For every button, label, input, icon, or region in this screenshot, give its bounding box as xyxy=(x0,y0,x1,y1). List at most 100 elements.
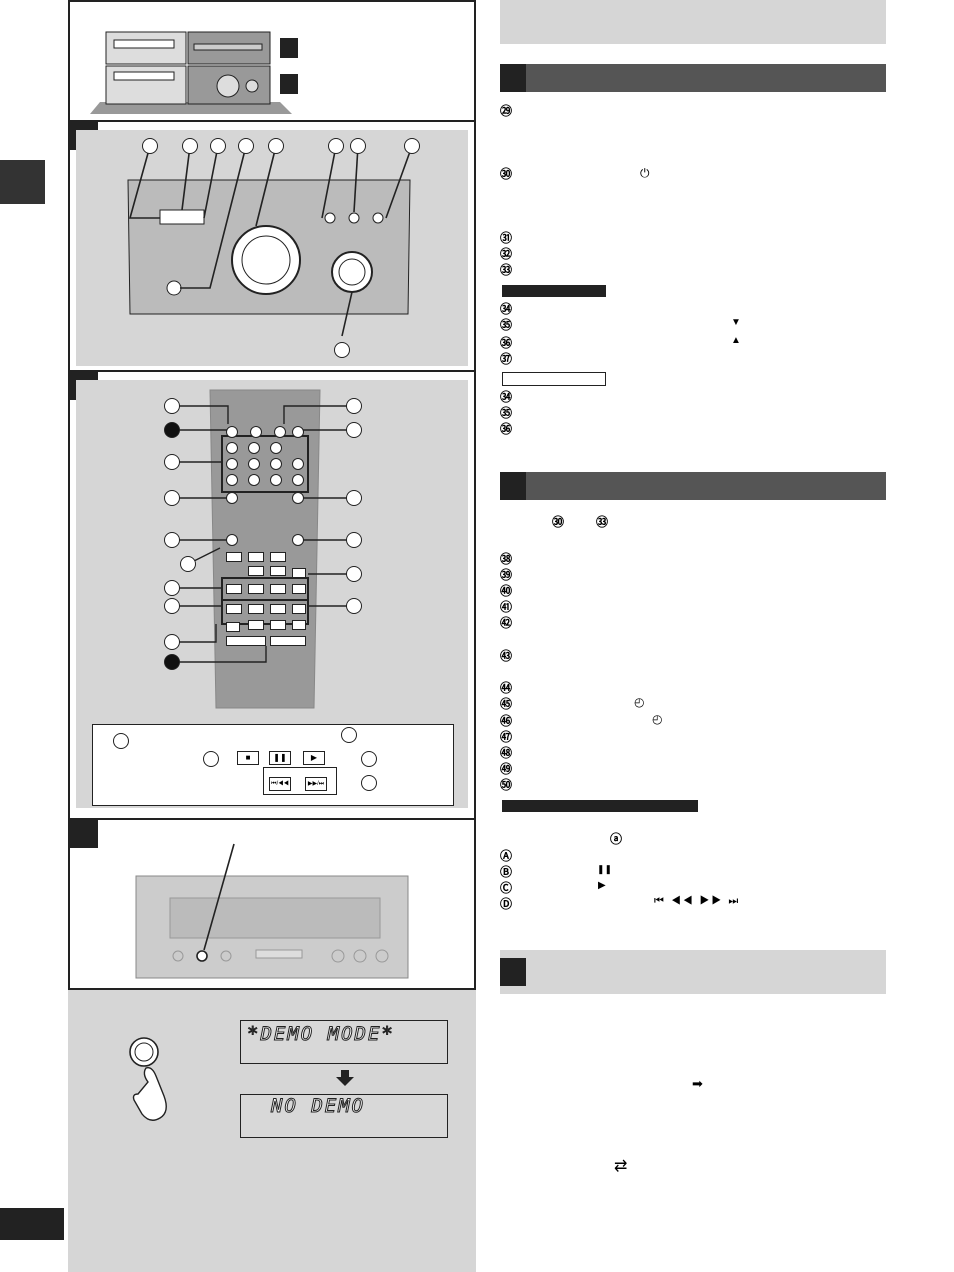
remote-numeric-button[interactable] xyxy=(248,458,260,470)
remote-numeric-button[interactable] xyxy=(270,442,282,454)
item-C: Ⓒ xyxy=(500,881,513,895)
skip-icons: ⏮ ◀◀ ▶▶ ⏭ xyxy=(654,895,741,907)
item-49: ㊾ xyxy=(500,762,513,776)
item-34b: ㉞ xyxy=(500,390,513,404)
ref-30: ㉚ xyxy=(552,515,565,529)
remote-button[interactable] xyxy=(270,620,286,630)
remote-button[interactable] xyxy=(248,552,264,562)
remote-button[interactable] xyxy=(274,426,286,438)
remote-button[interactable] xyxy=(292,604,306,614)
remote-button[interactable] xyxy=(292,620,306,630)
remote-inset: a ■ ❚❚ ▶ ⏮/◀◀ ▶▶/⏭ xyxy=(92,724,454,806)
play-icon: ▶ xyxy=(598,880,606,891)
remote-button[interactable] xyxy=(292,492,304,504)
remote-button[interactable] xyxy=(226,622,240,632)
remote-numeric-button[interactable] xyxy=(292,458,304,470)
remote-numeric-button[interactable] xyxy=(226,458,238,470)
item-36b: ㊱ xyxy=(500,422,513,436)
remote-button[interactable] xyxy=(248,584,264,594)
inset-skip-group xyxy=(263,767,337,795)
inset-skip-forward-button[interactable]: ▶▶/⏭ xyxy=(305,777,327,791)
remote-button[interactable] xyxy=(226,584,242,594)
standby-icon: ⏻ xyxy=(640,166,650,180)
remote-button[interactable] xyxy=(248,620,264,630)
item-32: ㉜ xyxy=(500,247,513,261)
remote-button[interactable] xyxy=(226,552,242,562)
item-34a: ㉞ xyxy=(500,302,513,316)
swap-arrows-icon: ⇄ xyxy=(614,1158,628,1175)
main-unit-illustration xyxy=(127,145,413,337)
remote-button[interactable] xyxy=(250,426,262,438)
pause-icon: ❚❚ xyxy=(597,864,613,874)
section-label-d xyxy=(70,820,98,848)
remote-numeric-button[interactable] xyxy=(292,474,304,486)
remote-button[interactable] xyxy=(226,492,238,504)
demo-panel: *DEMO MODE* NO DEMO xyxy=(68,990,476,1272)
remote-numeric-button[interactable] xyxy=(270,458,282,470)
stereo-system-illustration xyxy=(90,31,298,114)
remote-button[interactable] xyxy=(292,568,306,578)
remote-control-panel: a ■ ❚❚ ▶ ⏮/◀◀ ▶▶/⏭ xyxy=(68,370,476,820)
remote-power-button[interactable] xyxy=(226,426,238,438)
section-header-3 xyxy=(500,950,886,994)
remote-button[interactable] xyxy=(226,534,238,546)
clock-icon: ◴ xyxy=(652,712,663,726)
remote-button[interactable] xyxy=(248,604,264,614)
item-A: Ⓐ xyxy=(500,849,513,863)
group-label-outline xyxy=(502,372,606,386)
remote-button[interactable] xyxy=(270,604,286,614)
remote-button[interactable] xyxy=(270,584,286,594)
item-47: ㊼ xyxy=(500,730,513,744)
item-44: ㊹ xyxy=(500,681,513,695)
item-50: ㊿ xyxy=(500,778,513,792)
item-D: Ⓓ xyxy=(500,897,513,911)
item-43: ㊸ xyxy=(500,649,513,663)
item-35b: ㉟ xyxy=(500,406,513,420)
lcd-after-text: NO DEMO xyxy=(270,1095,366,1118)
item-36a: ㊱ xyxy=(500,336,513,350)
remote-button[interactable] xyxy=(226,604,242,614)
main-unit-panel xyxy=(68,120,476,372)
item-30: ㉚ xyxy=(500,167,513,181)
remote-button[interactable] xyxy=(292,426,304,438)
right-title-bar xyxy=(500,0,886,44)
page-number-tab xyxy=(0,1208,64,1240)
item-35a: ㉟ xyxy=(500,318,513,332)
lcd-before: *DEMO MODE* xyxy=(240,1020,448,1064)
item-41: ㊶ xyxy=(500,600,513,614)
demo-button-illustration xyxy=(129,1037,167,1121)
deck-illustration xyxy=(135,843,409,979)
item-48: ㊽ xyxy=(500,746,513,760)
remote-numeric-button[interactable] xyxy=(270,474,282,486)
lcd-before-text: *DEMO MODE* xyxy=(247,1023,395,1046)
item-37a: ㊲ xyxy=(500,352,513,366)
inset-play-button[interactable]: ▶ xyxy=(303,751,325,765)
remote-numeric-button[interactable] xyxy=(226,474,238,486)
remote-numeric-button[interactable] xyxy=(226,442,238,454)
item-B: Ⓑ xyxy=(500,865,513,879)
remote-button[interactable] xyxy=(248,566,264,576)
inset-stop-button[interactable]: ■ xyxy=(237,751,259,765)
item-39: ㊴ xyxy=(500,568,513,582)
inset-pause-button[interactable]: ❚❚ xyxy=(269,751,291,765)
up-triangle-icon: ▲ xyxy=(731,335,741,346)
item-40: ㊵ xyxy=(500,584,513,598)
remote-button[interactable] xyxy=(270,552,286,562)
remote-volume-plus-button[interactable] xyxy=(270,636,306,646)
remote-numeric-button[interactable] xyxy=(248,474,260,486)
item-29: ㉙ xyxy=(500,104,513,118)
ref-33: ㉝ xyxy=(596,515,609,529)
down-triangle-icon: ▼ xyxy=(731,317,741,328)
section-header-2 xyxy=(500,472,886,500)
ref-a: ⓐ xyxy=(610,832,623,846)
remote-numeric-button[interactable] xyxy=(248,442,260,454)
inset-skip-back-button[interactable]: ⏮/◀◀ xyxy=(269,777,291,791)
remote-button[interactable] xyxy=(292,534,304,546)
chapter-tab xyxy=(0,160,45,204)
item-33: ㉝ xyxy=(500,263,513,277)
remote-button[interactable] xyxy=(270,566,286,576)
remote-volume-minus-button[interactable] xyxy=(226,636,266,646)
section-header-1 xyxy=(500,64,886,92)
item-38: ㊳ xyxy=(500,552,513,566)
remote-button[interactable] xyxy=(292,584,306,594)
